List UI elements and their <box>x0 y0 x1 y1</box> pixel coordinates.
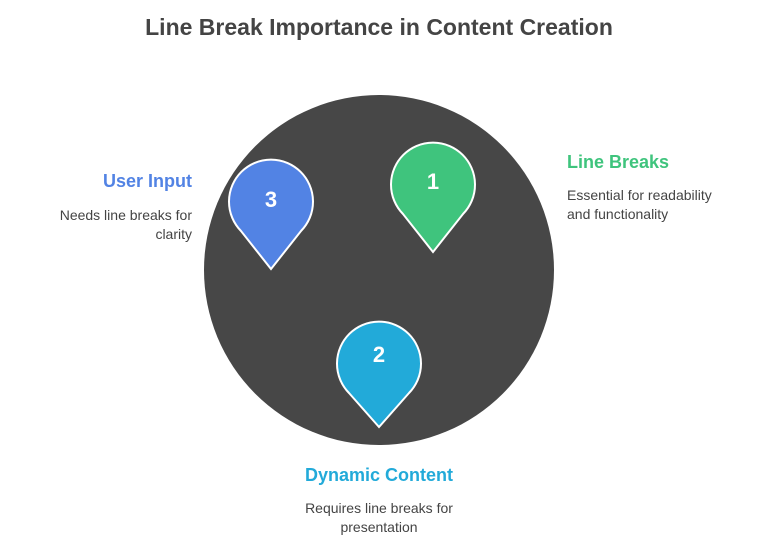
pin-2-number: 2 <box>373 342 385 367</box>
user-input-desc-line2: clarity <box>155 226 192 242</box>
line-breaks-description: Essential for readability and functional… <box>567 186 712 224</box>
pin-3-shape <box>228 158 314 271</box>
pin-2-shape <box>336 320 422 429</box>
pin-3-number: 3 <box>265 187 277 212</box>
user-input-desc-line1: Needs line breaks for <box>59 207 192 223</box>
page-title: Line Break Importance in Content Creatio… <box>145 14 613 40</box>
pin-1-marker: 1 <box>390 141 476 254</box>
dynamic-content-title: Dynamic Content <box>304 465 454 485</box>
user-input-title: User Input <box>102 171 192 191</box>
dynamic-content-description: Requires line breaks for presentation <box>229 499 529 537</box>
dynamic-content-desc-line2: presentation <box>340 519 418 535</box>
pin-1-number: 1 <box>427 169 439 194</box>
dynamic-content-desc-line1: Requires line breaks for <box>305 500 453 516</box>
line-breaks-desc-line2: and functionality <box>567 206 669 222</box>
pin-3-marker: 3 <box>228 158 314 271</box>
pin-1-shape <box>390 141 476 254</box>
pin-2-marker: 2 <box>336 320 422 429</box>
user-input-description: Needs line breaks for clarity <box>20 206 192 244</box>
line-breaks-desc-line1: Essential for readability <box>567 187 712 203</box>
line-breaks-title: Line Breaks <box>567 152 670 172</box>
